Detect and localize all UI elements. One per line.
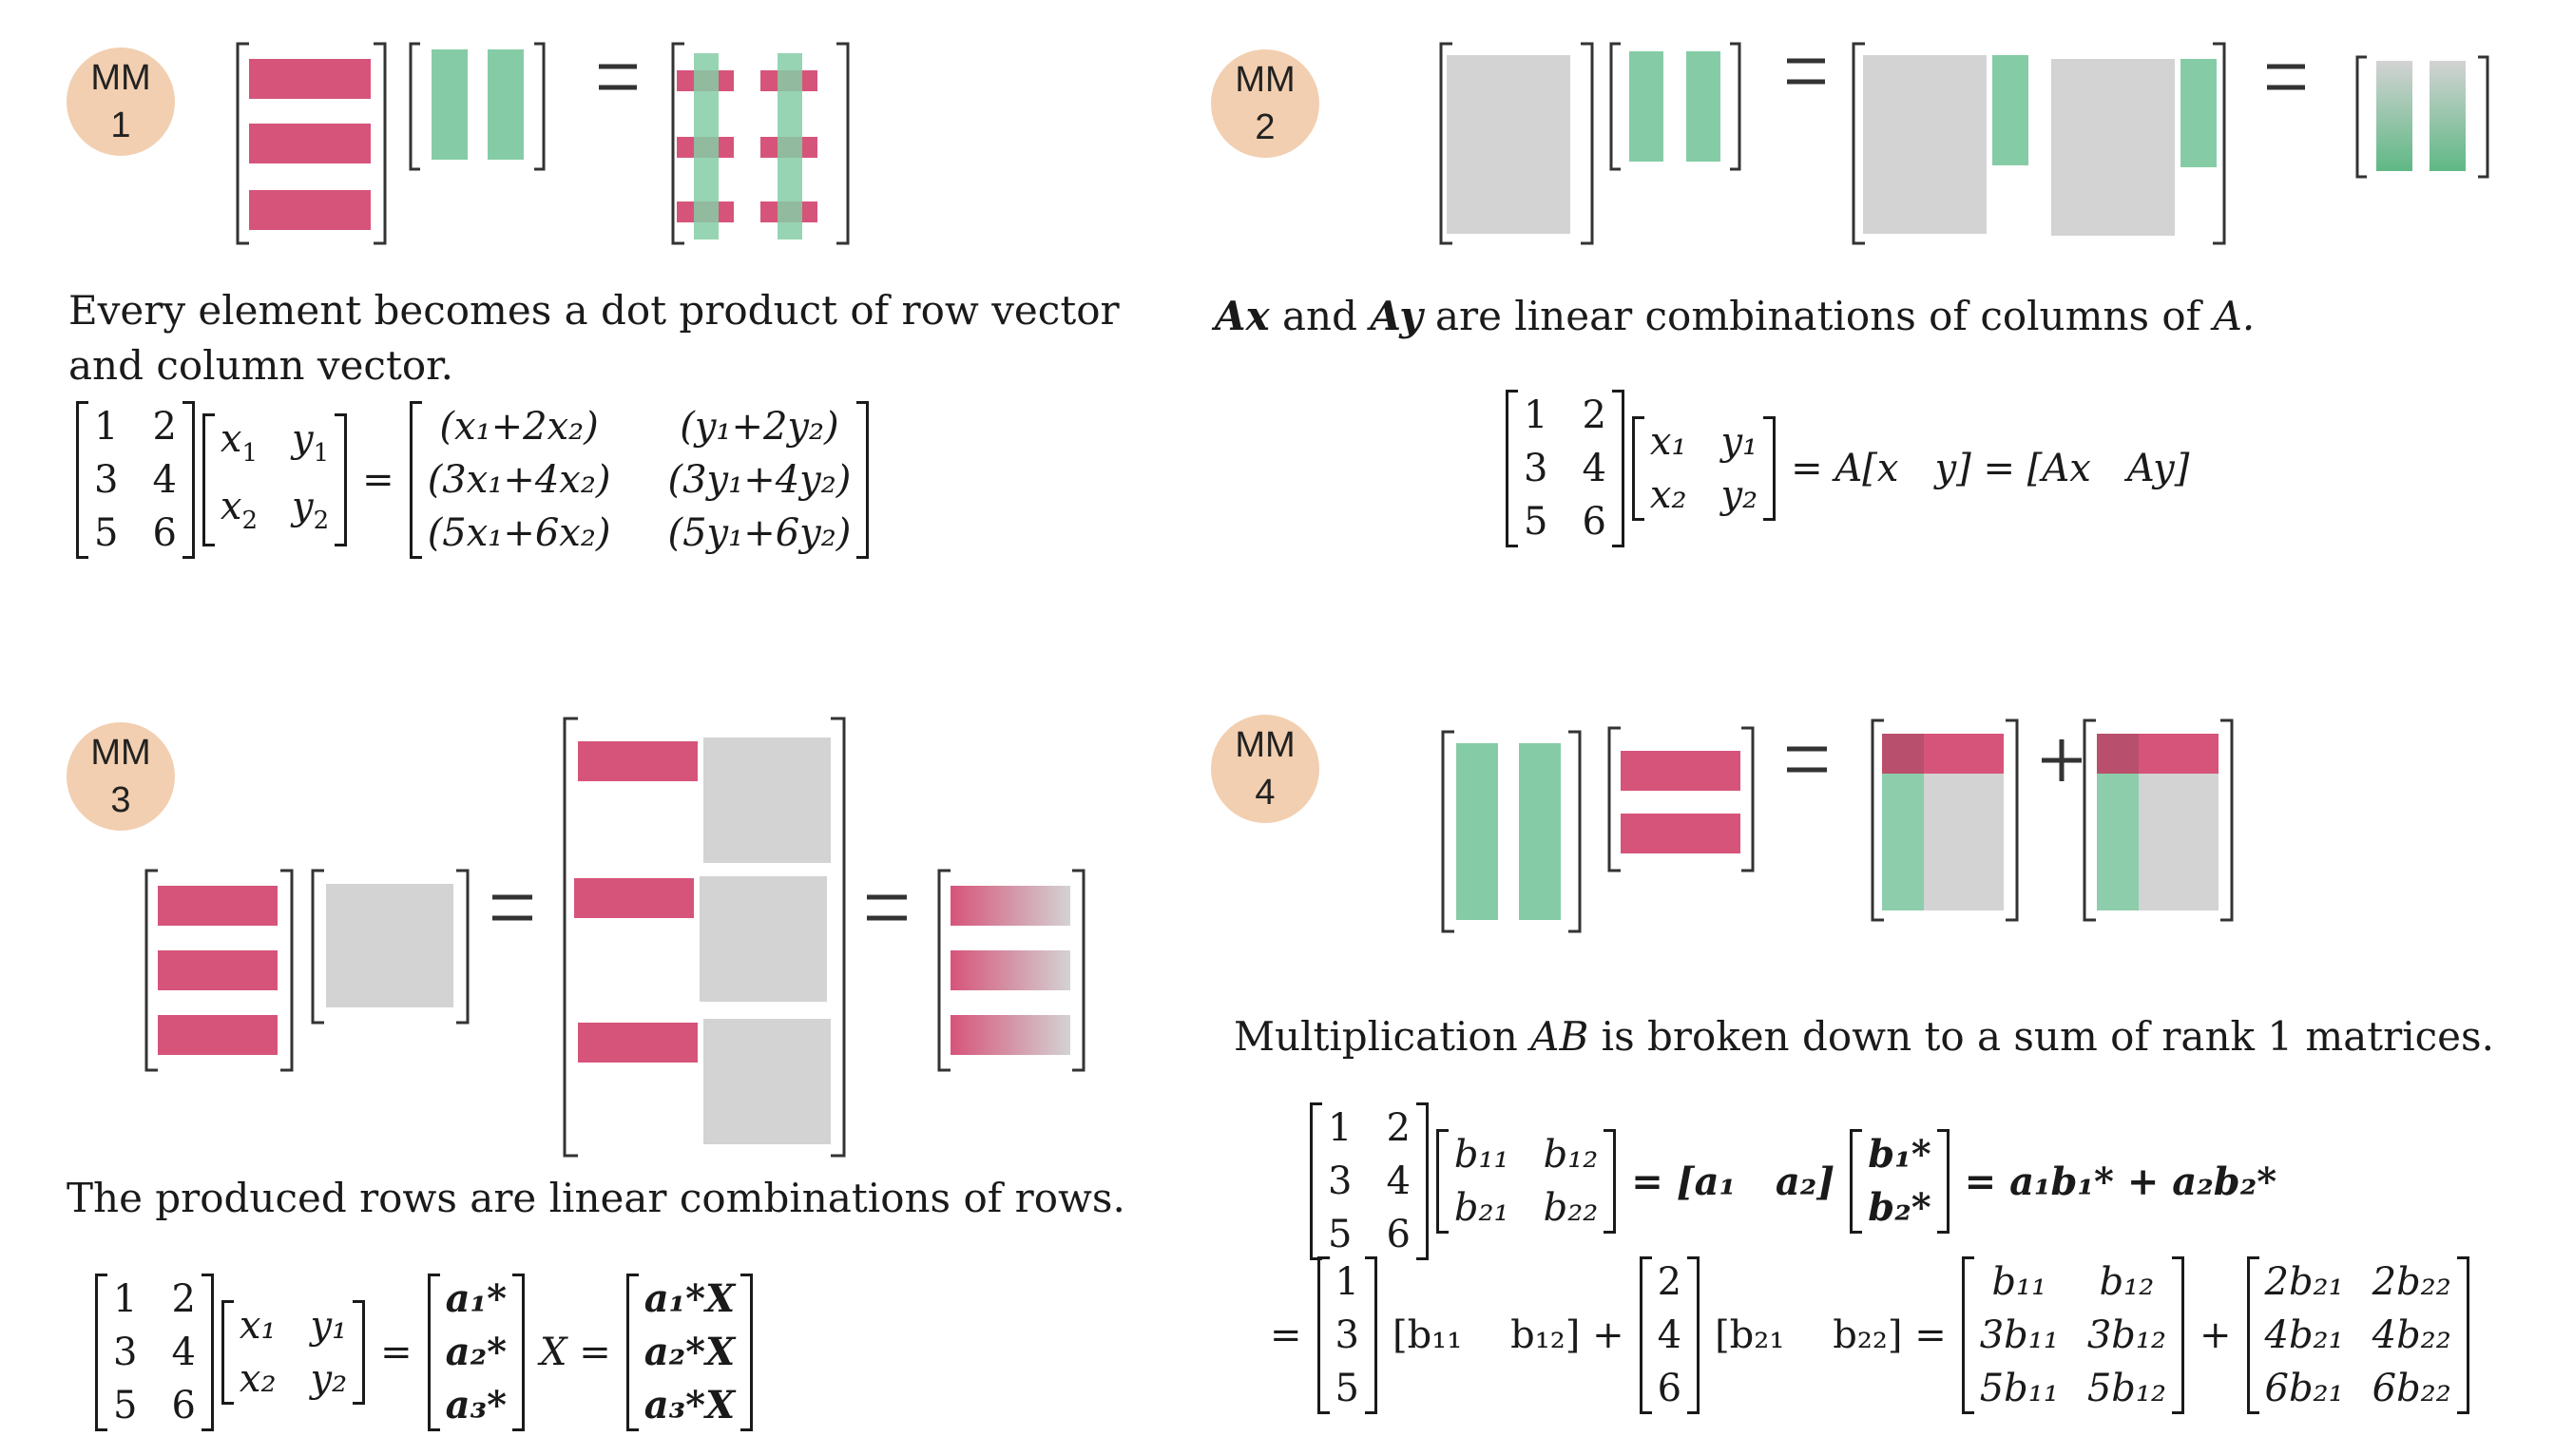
mm3-result-blocks — [574, 738, 831, 1144]
mm3-eq-rowsx: a₁*X a₂*X a₃*X — [625, 1274, 754, 1431]
mm4-rank1-first — [1882, 734, 2004, 910]
mm1-matrix-a-rows — [249, 59, 371, 230]
mm4-caption-post: is broken down to a sum of rank 1 matric… — [1588, 1013, 2494, 1060]
mm3-eq-rows: a₁* a₂* a₃* — [427, 1274, 526, 1431]
mm4-caption-pre: Multiplication — [1234, 1013, 1531, 1060]
badge-mm1-line1: MM — [90, 58, 151, 98]
mm2-eq-rhs: = A[x y] = [Ax Ay] — [1791, 447, 2190, 490]
mm2-matrix-x-cols — [1629, 51, 1720, 162]
badge-mm4-line1: MM — [1235, 725, 1296, 765]
mm1-caption-line2: and column vector. — [68, 342, 453, 389]
badge-mm3-line1: MM — [90, 733, 151, 773]
mm3-matrix-a-rows — [158, 886, 278, 1055]
mm3-caption: The produced rows are linear combination… — [67, 1175, 1125, 1221]
mm1-matrix-x-cols — [432, 49, 524, 160]
mm4-matrix-a-cols — [1456, 743, 1561, 920]
mm3-final-rows — [951, 886, 1070, 1055]
mm1-caption: Every element becomes a dot product of r… — [68, 283, 1120, 393]
mm4-caption: Multiplication AB is broken down to a su… — [1234, 1009, 2494, 1064]
badge-mm1-line2: 1 — [110, 105, 131, 145]
mm2-final-cols — [2376, 61, 2466, 171]
mm3-matrix-x — [326, 884, 453, 1007]
badge-mm1: MM 1 — [67, 48, 175, 156]
mm4-caption-ab: AB — [1530, 1013, 1589, 1060]
mm2-caption-rest: are linear combinations of columns of — [1422, 293, 2214, 339]
mm4-eq1-rows: b₁* b₂* — [1850, 1129, 1950, 1234]
badge-mm2-line1: MM — [1235, 60, 1296, 100]
mm4-eq2-r2: [b₂₁ b₂₂] = — [1715, 1313, 1947, 1357]
badge-mm4-line2: 4 — [1255, 773, 1276, 813]
badge-mm3: MM 3 — [67, 722, 175, 831]
badge-mm2: MM 2 — [1211, 49, 1319, 158]
mm4-eq2-r1: [b₁₁ b₁₂] + — [1392, 1313, 1624, 1357]
mm2-caption-ax: Ax — [1215, 293, 1270, 339]
mm2-matrix-a — [1447, 55, 1570, 234]
mm4-eq1-rhs: = a₁b₁* + a₂b₂* — [1964, 1159, 2277, 1204]
badge-mm2-line2: 2 — [1255, 107, 1276, 147]
mm4-rank1-second — [2097, 734, 2219, 910]
mm2-caption: Ax and Ay are linear combinations of col… — [1215, 289, 2255, 344]
mm1-result-grid — [677, 53, 817, 239]
mm2-caption-ay: Ay — [1370, 293, 1423, 339]
mm3-eq-mid: X = — [540, 1331, 611, 1374]
mm2-caption-end: A. — [2213, 293, 2256, 339]
mm2-caption-and: and — [1269, 293, 1371, 339]
mm1-caption-line1: Every element becomes a dot product of r… — [68, 287, 1120, 334]
mm1-eq-result: (x₁+2x₂)(y₁+2y₂) (3x₁+4x₂)(3y₁+4y₂) (5x₁… — [409, 401, 870, 559]
mm4-eq1-cols: = [a₁ a₂] — [1631, 1159, 1835, 1204]
mm4-matrix-b-rows — [1621, 751, 1740, 853]
badge-mm3-line2: 3 — [110, 780, 131, 820]
badge-mm4: MM 4 — [1211, 715, 1319, 823]
mm2-result-blocks — [1863, 55, 2217, 236]
